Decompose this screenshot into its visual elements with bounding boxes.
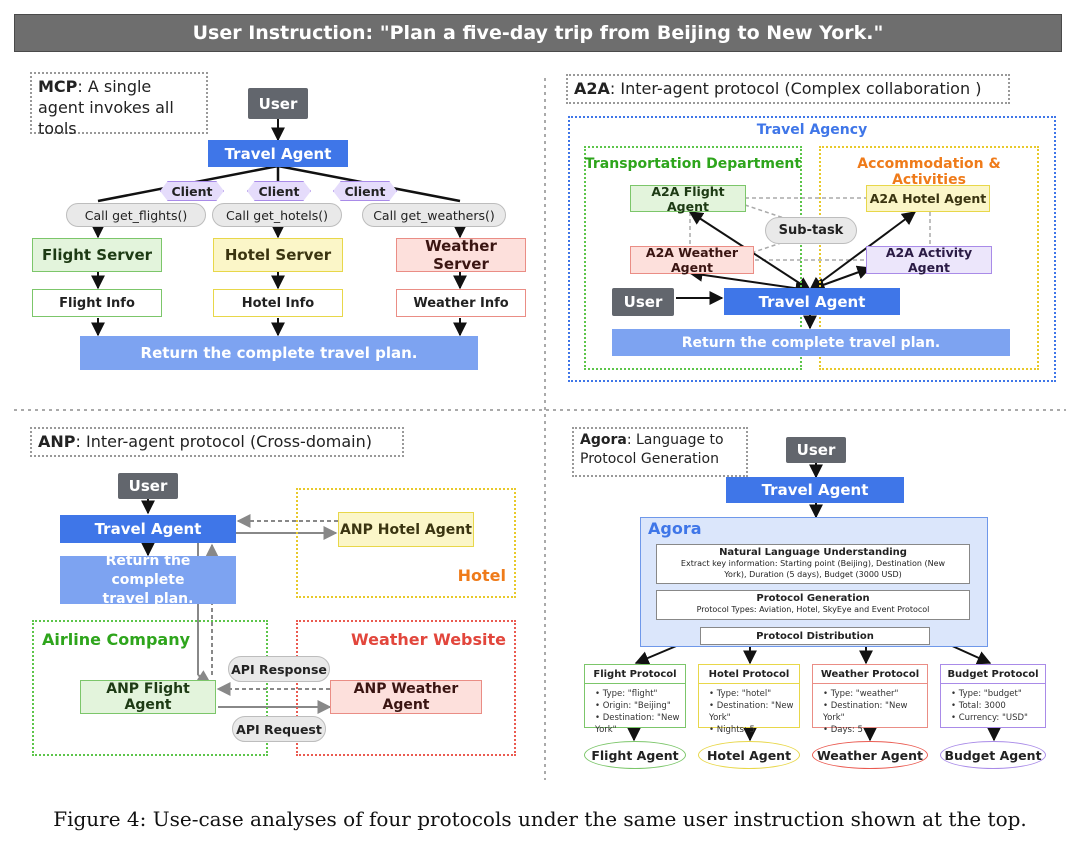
a2a-result: Return the complete travel plan.	[612, 329, 1010, 356]
anp-travel-agent: Travel Agent	[60, 515, 236, 543]
mcp-title-key: MCP	[38, 77, 78, 96]
anp-result: Return the complete travel plan.	[60, 553, 236, 607]
nlu-title: Natural Language Understanding	[719, 547, 907, 558]
anp-hotel-zone	[296, 488, 516, 598]
accommodation-label: Accommodation & Activities	[857, 156, 1001, 188]
a2a-hotel-agent: A2A Hotel Agent	[866, 185, 990, 212]
mcp-title-rest: : A single agent invokes all tools	[38, 77, 174, 138]
weather-server: Weather Server	[396, 237, 526, 273]
pg-text: Protocol Types: Aviation, Hotel, SkyEye …	[696, 605, 930, 614]
a2a-travel-agent: Travel Agent	[724, 288, 900, 315]
weather-website-label: Weather Website	[351, 630, 506, 649]
mcp-result: Return the complete travel plan.	[80, 336, 478, 370]
nlu-box: Natural Language Understanding Extract k…	[656, 544, 970, 584]
flight-protocol-card: Flight Protocol • Type: "flight" • Origi…	[584, 664, 686, 735]
weather-protocol-card: Weather Protocol • Type: "weather" • Des…	[812, 664, 928, 735]
protocol-generation-box: Protocol Generation Protocol Types: Avia…	[656, 590, 970, 620]
hotel-info: Hotel Info	[213, 289, 343, 317]
weather-info: Weather Info	[396, 289, 526, 317]
api-request: API Request	[232, 716, 326, 742]
budget-protocol-item-1: • Type: "budget"	[951, 689, 1022, 699]
travel-agency-label: Travel Agency	[756, 122, 868, 138]
mcp-call-flights: Call get_flights()	[66, 203, 206, 227]
mcp-call-weathers: Call get_weathers()	[362, 203, 506, 227]
agora-label: Agora	[648, 519, 702, 538]
flight-protocol-item-1: • Type: "flight"	[595, 689, 658, 699]
anp-hotel-label: Hotel	[457, 566, 506, 585]
budget-protocol-item-2: • Total: 3000	[951, 701, 1006, 711]
a2a-flight-agent: A2A Flight Agent	[630, 184, 746, 214]
transport-label: Transportation Department	[584, 156, 802, 172]
protocol-distribution: Protocol Distribution	[700, 627, 930, 645]
agora-travel-agent: Travel Agent	[726, 477, 904, 503]
airline-zone	[32, 620, 268, 756]
transport-zone	[584, 146, 802, 370]
flight-protocol-item-3: • Destination: "New York"	[595, 713, 680, 735]
airline-label: Airline Company	[42, 630, 191, 649]
figure-caption: Figure 4: Use-case analyses of four prot…	[53, 807, 1027, 831]
pg-title: Protocol Generation	[756, 593, 870, 604]
mcp-call-hotels: Call get_hotels()	[212, 203, 342, 227]
hotel-protocol-item-2: • Destination: "New York"	[709, 701, 794, 723]
hotel-protocol-item-1: • Type: "hotel"	[709, 689, 772, 699]
mcp-travel-agent: Travel Agent	[208, 140, 348, 167]
agora-title: Agora: Language to Protocol Generation	[572, 427, 748, 477]
weather-protocol-title: Weather Protocol	[813, 665, 927, 684]
anp-user: User	[118, 473, 178, 499]
travel-agency-zone	[568, 116, 1056, 382]
anp-title: ANP: Inter-agent protocol (Cross-domain)	[30, 427, 404, 457]
hotel-protocol-title: Hotel Protocol	[699, 665, 799, 684]
flight-protocol-item-2: • Origin: "Beijing"	[595, 701, 671, 711]
a2a-weather-agent: A2A Weather Agent	[630, 245, 754, 275]
weather-zone	[296, 620, 516, 756]
mcp-client-2: Client	[247, 181, 311, 201]
budget-protocol-card: Budget Protocol • Type: "budget" • Total…	[940, 664, 1046, 728]
a2a-title-rest: : Inter-agent protocol (Complex collabor…	[609, 79, 982, 98]
mcp-title: MCP: A single agent invokes all tools	[30, 72, 208, 138]
anp-title-rest: : Inter-agent protocol (Cross-domain)	[75, 432, 372, 451]
api-response: API Response	[228, 656, 330, 682]
instruction-banner: User Instruction: "Plan a five-day trip …	[14, 14, 1062, 52]
agora-title-rest: : Language to Protocol Generation	[580, 432, 724, 467]
anp-hotel-agent: ANP Hotel Agent	[338, 512, 474, 547]
accommodation-zone	[819, 146, 1039, 370]
agora-weather-agent: Weather Agent	[812, 741, 928, 769]
a2a-title-key: A2A	[574, 79, 610, 98]
anp-weather-agent: ANP Weather Agent	[330, 680, 482, 714]
agora-budget-agent: Budget Agent	[940, 741, 1046, 769]
anp-title-key: ANP	[38, 432, 76, 451]
mcp-client-1: Client	[160, 181, 224, 201]
agora-user: User	[786, 437, 846, 463]
agora-title-key: Agora	[580, 432, 627, 448]
anp-flight-agent: ANP Flight Agent	[80, 680, 216, 714]
flight-server: Flight Server	[32, 238, 162, 272]
mcp-user: User	[248, 88, 308, 119]
hotel-protocol-item-3: • Nights: 5	[709, 725, 755, 735]
hotel-protocol-card: Hotel Protocol • Type: "hotel" • Destina…	[698, 664, 800, 735]
a2a-title: A2A: Inter-agent protocol (Complex colla…	[566, 74, 1010, 104]
hotel-server: Hotel Server	[213, 238, 343, 272]
budget-protocol-item-3: • Currency: "USD"	[951, 713, 1028, 723]
weather-protocol-item-3: • Days: 5	[823, 725, 863, 735]
a2a-subtask: Sub-task	[765, 217, 857, 244]
weather-protocol-item-2: • Destination: "New York"	[823, 701, 908, 723]
flight-protocol-title: Flight Protocol	[585, 665, 685, 684]
weather-protocol-item-1: • Type: "weather"	[823, 689, 899, 699]
nlu-text: Extract key information: Starting point …	[680, 559, 946, 579]
budget-protocol-title: Budget Protocol	[941, 665, 1045, 684]
a2a-activity-agent: A2A Activity Agent	[866, 245, 992, 275]
mcp-client-3: Client	[333, 181, 397, 201]
agora-flight-agent: Flight Agent	[584, 741, 686, 769]
agora-hotel-agent: Hotel Agent	[698, 741, 800, 769]
a2a-user: User	[612, 288, 674, 316]
flight-info: Flight Info	[32, 289, 162, 317]
